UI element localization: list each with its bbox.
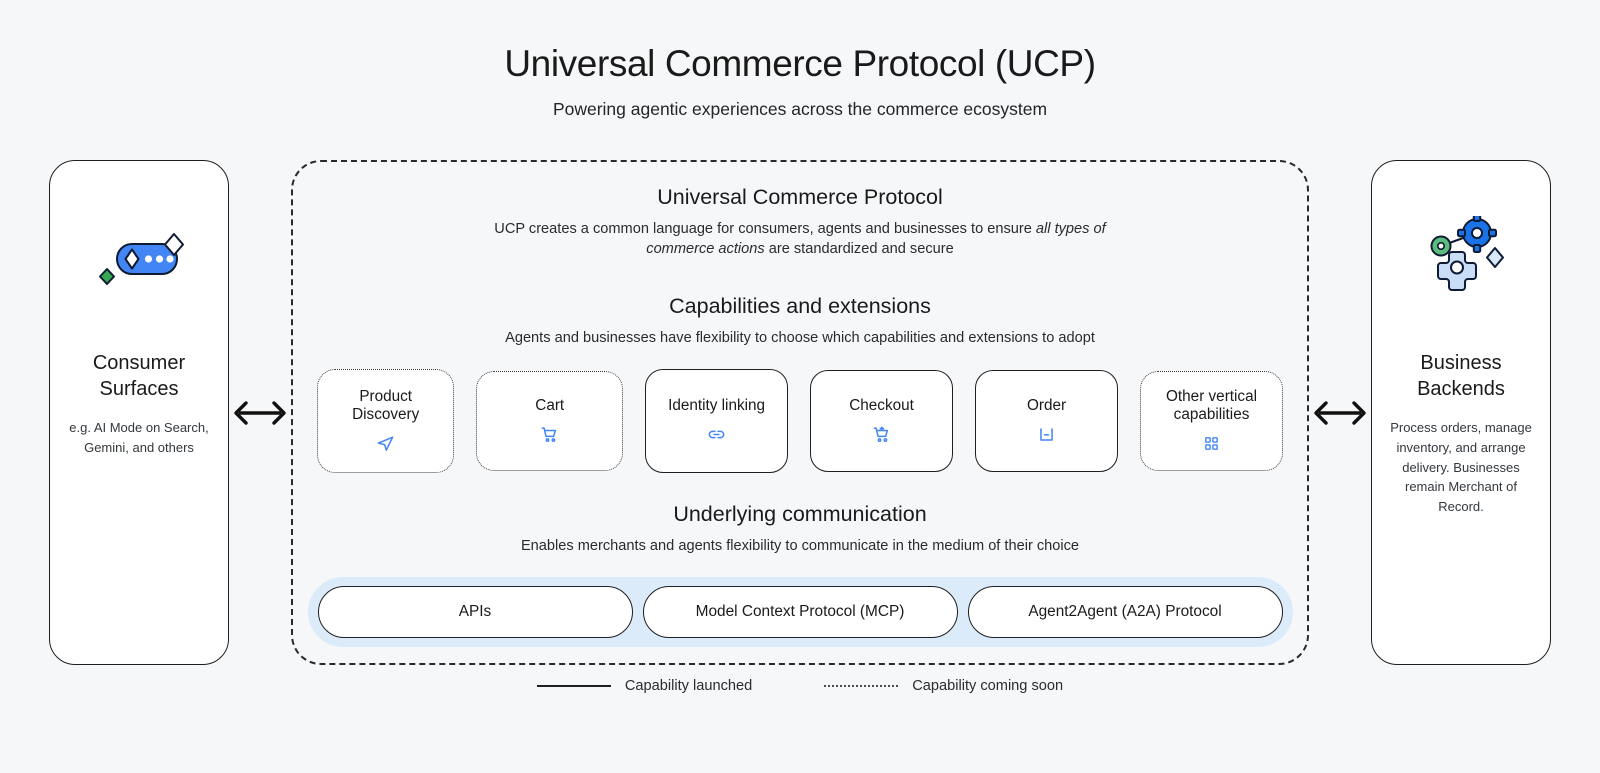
ucp-section-title: Universal Commerce Protocol [657, 185, 943, 209]
legend-label: Capability coming soon [912, 678, 1064, 694]
business-backends-panel: Business Backends Process orders, manage… [1371, 160, 1551, 665]
left-connector [229, 160, 291, 665]
ucp-desc-emphasis: all types of commerce actions [646, 220, 1106, 257]
page-title: Universal Commerce Protocol (UCP) [504, 43, 1096, 84]
capability-card-cart[interactable]: Cart [476, 370, 624, 471]
business-backends-title: Business Backends [1417, 352, 1505, 400]
capability-label: Checkout [849, 397, 914, 415]
legend: Capability launched Capability coming so… [0, 678, 1600, 694]
protocol-pill-a2a[interactable]: Agent2Agent (A2A) Protocol [967, 585, 1283, 638]
page-subtitle: Powering agentic experiences across the … [552, 98, 1048, 119]
legend-swatch-solid-line [536, 685, 611, 687]
diagram-stage: Consumer Surfaces e.g. AI Mode on Search… [0, 160, 1600, 670]
communication-title: Underlying communication [673, 501, 927, 526]
capabilities-block: Capabilities and extensions Agents and b… [317, 293, 1284, 473]
capability-card-identity-linking[interactable]: Identity linking [645, 368, 789, 473]
capability-cards-row: Product Discovery Cart [317, 368, 1284, 473]
shopping-cart-icon [540, 425, 559, 445]
capability-card-product-discovery[interactable]: Product Discovery [317, 368, 455, 473]
gears-backend-icon [1411, 161, 1511, 351]
ucp-desc-part2: are standardized and secure [764, 240, 954, 257]
capability-card-checkout[interactable]: Checkout [810, 369, 954, 472]
bidirectional-arrow-icon [234, 400, 286, 425]
right-connector [1309, 160, 1371, 665]
capability-label: Order [1026, 397, 1067, 415]
legend-item-launched: Capability launched [536, 678, 753, 694]
send-arrow-icon [376, 434, 395, 454]
page-header: Universal Commerce Protocol (UCP) Poweri… [0, 0, 1600, 120]
protocol-pill-mcp[interactable]: Model Context Protocol (MCP) [642, 585, 958, 638]
link-chain-icon [707, 425, 726, 445]
protocol-pills-shell: APIs Model Context Protocol (MCP) Agent2… [307, 576, 1293, 647]
capability-card-order[interactable]: Order [975, 369, 1119, 472]
capabilities-description: Agents and businesses have flexibility t… [505, 330, 1095, 347]
cart-checkout-icon [872, 425, 891, 445]
capability-label: Other vertical capabilities [1166, 388, 1257, 424]
business-backends-description: Process orders, manage inventory, and ar… [1390, 420, 1532, 515]
ucp-container: Universal Commerce Protocol UCP creates … [291, 160, 1309, 665]
capability-label: Identity linking [668, 397, 766, 415]
capability-card-other-vertical[interactable]: Other vertical capabilities [1140, 370, 1284, 471]
capability-label: Product Discovery [352, 388, 420, 424]
protocol-pill-apis[interactable]: APIs [317, 585, 633, 638]
legend-item-coming-soon: Capability coming soon [824, 678, 1063, 694]
package-box-icon [1037, 425, 1056, 445]
communication-block: Underlying communication Enables merchan… [307, 501, 1293, 647]
grid-dots-icon [1203, 434, 1220, 454]
capability-label: Cart [535, 397, 565, 415]
consumer-surfaces-description: e.g. AI Mode on Search, Gemini, and othe… [69, 420, 209, 455]
communication-description: Enables merchants and agents flexibility… [520, 537, 1080, 554]
bidirectional-arrow-icon [1314, 400, 1366, 425]
ucp-section-description: UCP creates a common language for consum… [470, 220, 1130, 259]
consumer-surfaces-title: Consumer Surfaces [92, 352, 186, 400]
legend-label: Capability launched [624, 678, 753, 694]
legend-swatch-dotted-line [824, 685, 899, 687]
ai-mode-sparkle-icon [91, 161, 187, 351]
consumer-surfaces-panel: Consumer Surfaces e.g. AI Mode on Search… [49, 160, 229, 665]
capabilities-title: Capabilities and extensions [669, 294, 931, 319]
ucp-desc-part1: UCP creates a common language for consum… [494, 220, 1036, 237]
